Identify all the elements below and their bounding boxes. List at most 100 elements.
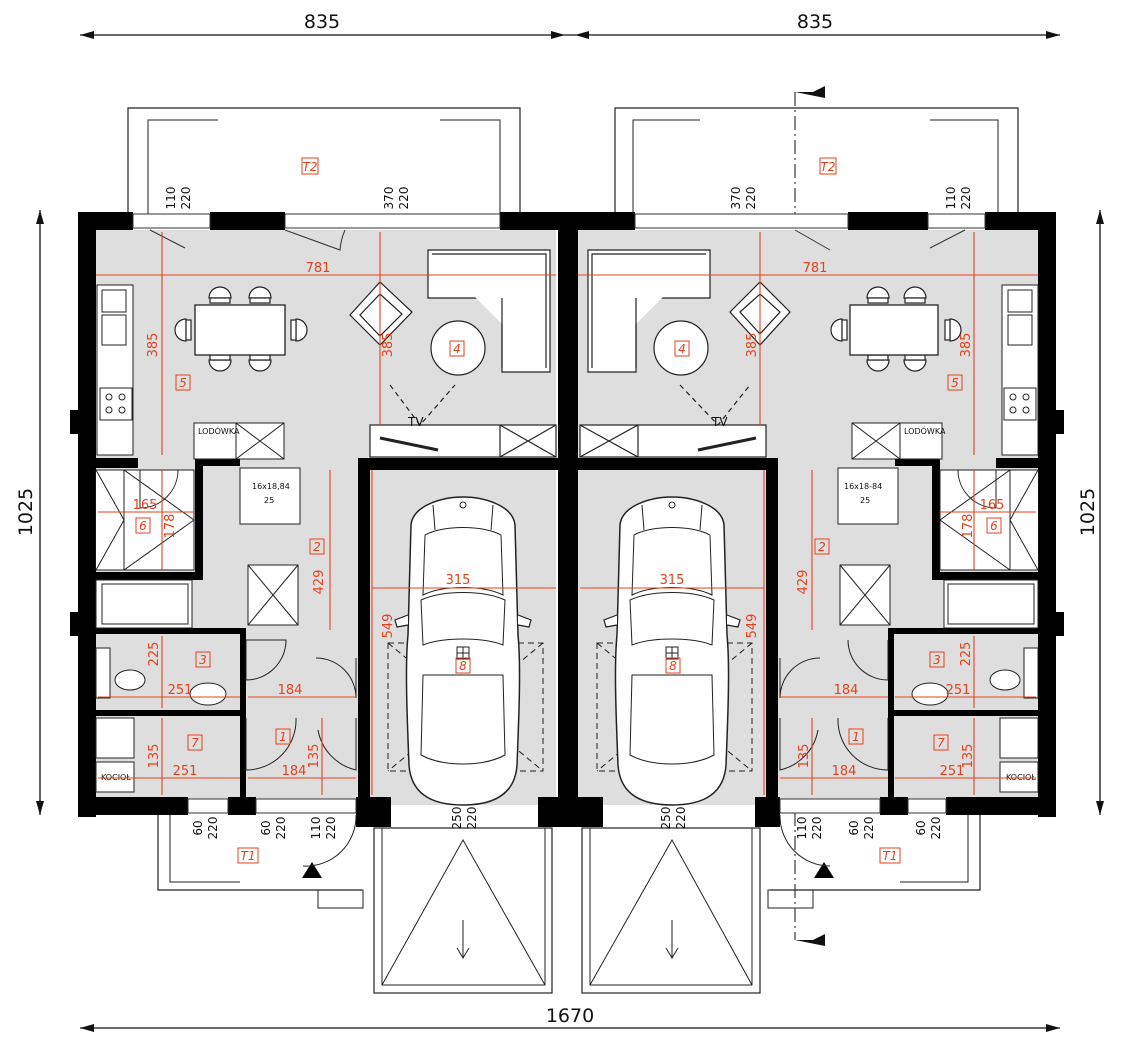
walls bbox=[70, 212, 1064, 827]
room-6-right: 6 bbox=[990, 519, 998, 533]
pantry-depth-right: 178 bbox=[961, 514, 976, 539]
room-3-right: 3 bbox=[933, 653, 941, 667]
room-1-left: 1 bbox=[279, 730, 287, 744]
doors bbox=[139, 469, 997, 867]
living-left bbox=[349, 249, 557, 458]
orange-dimension-lines bbox=[96, 232, 1038, 795]
opening-dimension-label: 220 bbox=[324, 817, 338, 840]
tv-label-right: TV bbox=[711, 415, 728, 429]
opening-dimension-label: 220 bbox=[862, 817, 876, 840]
hall-width-upper-right: 184 bbox=[834, 683, 859, 698]
room-t1-right: T1 bbox=[883, 849, 898, 863]
terrace-rear-left bbox=[127, 107, 521, 215]
tv-label-left: TV bbox=[407, 415, 424, 429]
room-4-left: 4 bbox=[453, 342, 461, 356]
garage-depth-right: 549 bbox=[745, 614, 760, 639]
boiler-depth-left: 135 bbox=[147, 744, 162, 769]
right-dimension-depth: 1025 bbox=[1077, 210, 1104, 815]
pantry-width-right: 165 bbox=[980, 498, 1005, 513]
hall-width-lower-left: 184 bbox=[282, 764, 307, 779]
left-dimension-depth: 1025 bbox=[15, 210, 44, 815]
hall-width-upper-left: 184 bbox=[278, 683, 303, 698]
room-5-right: 5 bbox=[951, 376, 959, 390]
living-depth-right: 385 bbox=[745, 333, 760, 358]
opening-dimension-label: 110 bbox=[309, 817, 323, 840]
terrace-front-left bbox=[157, 815, 364, 909]
opening-dimension-label: 250 bbox=[450, 807, 464, 830]
opening-dimension-label: 220 bbox=[929, 817, 943, 840]
living-width-right: 781 bbox=[803, 261, 828, 276]
room-3-left: 3 bbox=[199, 653, 207, 667]
opening-dimension-label: 110 bbox=[164, 187, 178, 210]
pantry-width-left: 165 bbox=[133, 498, 158, 513]
opening-dimension-label: 110 bbox=[795, 817, 809, 840]
entrance-right-icon bbox=[814, 862, 834, 878]
driveway-left bbox=[373, 827, 553, 994]
room-2-right: 2 bbox=[818, 540, 826, 554]
room-1-right: 1 bbox=[852, 730, 860, 744]
bottom-dimension-total: 1670 bbox=[80, 1005, 1060, 1032]
hall-depth-left: 135 bbox=[307, 744, 322, 769]
driveway-right bbox=[581, 827, 761, 994]
opening-dimension-label: 370 bbox=[382, 187, 396, 210]
bath-depth-right: 225 bbox=[959, 642, 974, 667]
room-7-right: 7 bbox=[937, 736, 945, 750]
room-7-left: 7 bbox=[191, 736, 199, 750]
room-2-left: 2 bbox=[313, 540, 321, 554]
opening-dimension-label: 60 bbox=[259, 820, 273, 835]
terrace-front-right bbox=[767, 815, 981, 909]
interior-left bbox=[95, 467, 301, 793]
pantry-depth-left: 178 bbox=[163, 514, 178, 539]
opening-dimension-label: 220 bbox=[465, 807, 479, 830]
opening-dimension-label: 220 bbox=[810, 817, 824, 840]
living-width-left: 781 bbox=[306, 261, 331, 276]
room-t1-left: T1 bbox=[241, 849, 256, 863]
bath-depth-left: 225 bbox=[147, 642, 162, 667]
dining-right bbox=[830, 286, 962, 372]
stairs-tread-left: 25 bbox=[264, 496, 274, 505]
opening-labels: 110 220 370 220 370 220 110 220 60 220 6… bbox=[164, 187, 973, 840]
front-windows bbox=[187, 798, 947, 814]
room-8-left: 8 bbox=[459, 659, 467, 673]
left-dimension-depth-label: 1025 bbox=[15, 488, 37, 536]
boiler-depth-right: 135 bbox=[961, 744, 976, 769]
room-tags bbox=[135, 157, 1002, 864]
stairs-spec-left: 16x18,84 bbox=[252, 482, 290, 491]
bath-width-left: 251 bbox=[168, 683, 193, 698]
room-t2-right: T2 bbox=[821, 160, 836, 174]
garage-width-right: 315 bbox=[660, 573, 685, 588]
garage-depth-left: 549 bbox=[381, 614, 396, 639]
opening-dimension-label: 220 bbox=[274, 817, 288, 840]
top-dimension-right-label: 835 bbox=[797, 11, 833, 33]
opening-dimension-label: 60 bbox=[914, 820, 928, 835]
opening-dimension-label: 220 bbox=[674, 807, 688, 830]
rear-windows bbox=[132, 213, 986, 251]
kitchen-right bbox=[851, 284, 1039, 460]
stair-length-right: 429 bbox=[796, 570, 811, 595]
opening-dimension-label: 220 bbox=[179, 187, 193, 210]
room-t2-left: T2 bbox=[303, 160, 318, 174]
kitchen-depth-left: 385 bbox=[146, 333, 161, 358]
hall-depth-right: 135 bbox=[797, 744, 812, 769]
fridge-label-left: LODÓWKA bbox=[198, 425, 240, 436]
kitchen-depth-right: 385 bbox=[959, 333, 974, 358]
opening-dimension-label: 220 bbox=[206, 817, 220, 840]
opening-dimension-label: 370 bbox=[729, 187, 743, 210]
opening-dimension-label: 220 bbox=[959, 187, 973, 210]
dining-left bbox=[174, 286, 308, 372]
boiler-width-right: 251 bbox=[940, 764, 965, 779]
boiler-width-left: 251 bbox=[173, 764, 198, 779]
room-6-left: 6 bbox=[139, 519, 147, 533]
hall-width-lower-right: 184 bbox=[832, 764, 857, 779]
room-4-right: 4 bbox=[678, 342, 686, 356]
living-right bbox=[579, 249, 791, 458]
stairs-spec-right: 16x18-84 bbox=[844, 482, 882, 491]
stair-length-left: 429 bbox=[312, 570, 327, 595]
top-dimension-right: 835 bbox=[565, 11, 1060, 39]
garage-width-left: 315 bbox=[446, 573, 471, 588]
opening-dimension-label: 220 bbox=[744, 187, 758, 210]
kitchen-left bbox=[96, 284, 285, 460]
opening-dimension-label: 60 bbox=[847, 820, 861, 835]
garage-right bbox=[596, 496, 753, 806]
opening-dimension-label: 60 bbox=[191, 820, 205, 835]
